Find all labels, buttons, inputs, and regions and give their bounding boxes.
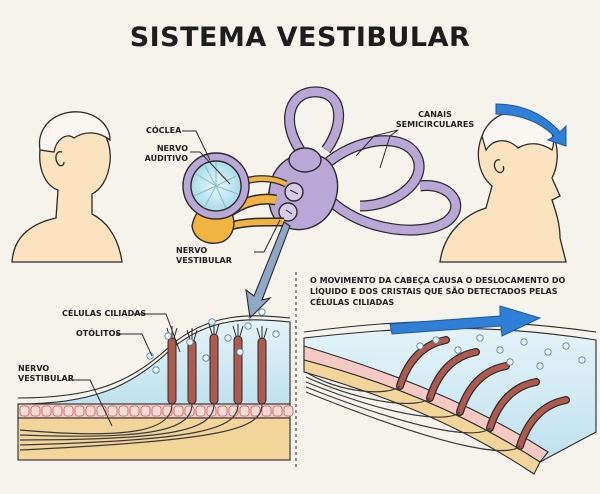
otolith-crystal <box>578 356 586 364</box>
nerve-fiber <box>19 403 173 435</box>
otolith-crystal <box>536 362 544 370</box>
epithelial-cell <box>63 405 74 417</box>
epithelial-cell <box>41 405 52 417</box>
epithelial-cell <box>239 405 250 417</box>
label-nervo-vestibular-lower-line2: VESTIBULAR <box>18 374 74 383</box>
nerve-fiber <box>19 403 215 441</box>
otolith-crystal <box>146 352 154 360</box>
hair-cell-bent <box>486 378 540 432</box>
label-canais-line1: CANAIS <box>418 110 452 119</box>
label-nervo-vestibular-lower: NERVO VESTIBULAR <box>18 364 74 384</box>
nerve-fiber <box>19 403 263 451</box>
label-canais-semicirculares: CANAIS SEMICIRCULARES <box>380 110 490 130</box>
otolith-crystal <box>506 358 514 366</box>
flow-arrow <box>389 305 542 337</box>
epithelial-cell <box>261 405 272 417</box>
epithelial-cell <box>118 405 129 417</box>
head-upright <box>11 111 123 263</box>
head-tilted <box>439 110 567 263</box>
label-otolitos: OTÓLITOS <box>76 329 122 338</box>
label-canais-line2: SEMICIRCULARES <box>395 120 475 129</box>
epithelial-cell <box>283 405 294 417</box>
otolith-moving <box>303 320 597 475</box>
nerve-fiber <box>19 403 193 437</box>
otolith-crystal <box>258 308 266 316</box>
otolith-crystal <box>454 346 462 354</box>
epithelial-cell <box>85 405 96 417</box>
label-nervo-auditivo: NERVO AUDITIVO <box>140 144 188 164</box>
epithelial-cell <box>173 405 184 417</box>
movement-caption: O MOVIMENTO DA CABEÇA CAUSA O DESLOCAMEN… <box>310 276 566 307</box>
epithelial-cell <box>30 405 41 417</box>
otolith-crystal <box>520 338 528 346</box>
otolith-crystal <box>202 354 210 362</box>
hair-cell-bent <box>456 362 510 416</box>
label-nervo-auditivo-line1: NERVO <box>156 144 188 153</box>
label-nervo-vestibular-lower-line1: NERVO <box>18 364 50 373</box>
head-tilt-arrow <box>495 103 567 147</box>
nerve-fiber <box>305 376 431 405</box>
otolith-rest <box>17 308 294 461</box>
label-nervo-auditivo-line2: AUDITIVO <box>144 154 188 163</box>
otolith-crystal <box>164 332 172 340</box>
nerve-fiber <box>305 386 491 434</box>
hair-cell-bent <box>396 336 450 390</box>
pointer-arrow <box>245 221 291 320</box>
otolith-crystal <box>152 366 160 374</box>
nerve-fiber <box>305 391 521 452</box>
leaders-lower <box>68 313 181 427</box>
label-coclea: CÓCLEA <box>146 126 182 135</box>
label-nervo-vestibular: NERVO VESTIBULAR <box>176 246 232 266</box>
otolith-crystal <box>208 318 216 326</box>
nerve-fiber <box>19 403 239 446</box>
label-nervo-vestibular-line1: NERVO <box>176 246 208 255</box>
label-celulas-ciliadas: CÉLULAS CILIADAS <box>62 309 147 318</box>
nerve-fiber <box>305 381 461 418</box>
epithelial-cell <box>52 405 63 417</box>
otolith-crystal <box>476 334 484 342</box>
otolith-crystal <box>236 348 244 356</box>
otolith-crystal <box>544 348 552 356</box>
epithelial-cell <box>74 405 85 417</box>
label-nervo-vestibular-line2: VESTIBULAR <box>176 256 232 265</box>
page-title: SISTEMA VESTIBULAR <box>129 22 471 53</box>
otolith-crystal <box>224 334 232 342</box>
epithelial-cell <box>272 405 283 417</box>
epithelial-cell <box>250 405 261 417</box>
leaders-upper <box>182 129 399 253</box>
otolith-crystal <box>416 342 424 350</box>
otolith-crystal <box>272 330 280 338</box>
epithelial-cell <box>129 405 140 417</box>
epithelial-cell <box>151 405 162 417</box>
otolith-crystal <box>244 322 252 330</box>
epithelial-cell <box>217 405 228 417</box>
otolith-crystal <box>496 346 504 354</box>
inner-ear <box>182 86 462 244</box>
otolith-crystal <box>432 336 440 344</box>
epithelial-cell <box>19 405 30 417</box>
hair-cell-bent <box>516 396 570 450</box>
nerve-fiber <box>305 371 401 393</box>
epithelial-cell <box>107 405 118 417</box>
otolith-crystal <box>186 338 194 346</box>
epithelial-cell <box>140 405 151 417</box>
otolith-crystal <box>562 342 570 350</box>
hair-cell-bent <box>426 348 480 402</box>
epithelial-cell <box>195 405 206 417</box>
